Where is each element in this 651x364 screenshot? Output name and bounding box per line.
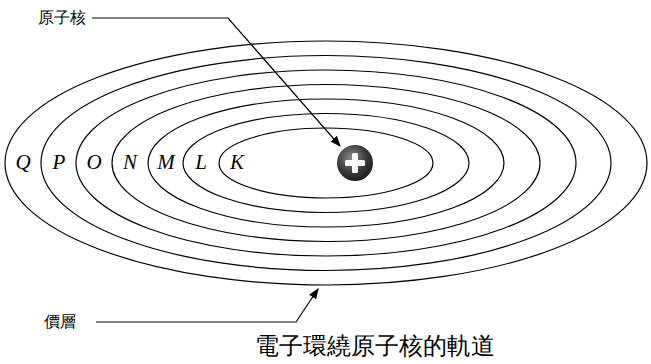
shell-letter: N — [123, 150, 137, 175]
shell-letter: K — [230, 150, 244, 175]
shell-letter: L — [195, 150, 207, 175]
shell-letter: O — [86, 150, 101, 175]
orbit-ellipses — [5, 41, 647, 285]
nucleus — [337, 145, 373, 181]
shell-letter: Q — [15, 150, 30, 175]
figure-caption: 電子環繞原子核的軌道 — [255, 332, 495, 361]
leader-line — [96, 289, 318, 322]
shell-letter: M — [157, 150, 175, 175]
part-label: 價層 — [44, 312, 76, 331]
shell-letter: P — [53, 150, 66, 175]
part-label: 原子核 — [38, 8, 86, 27]
leader-line — [92, 18, 340, 146]
